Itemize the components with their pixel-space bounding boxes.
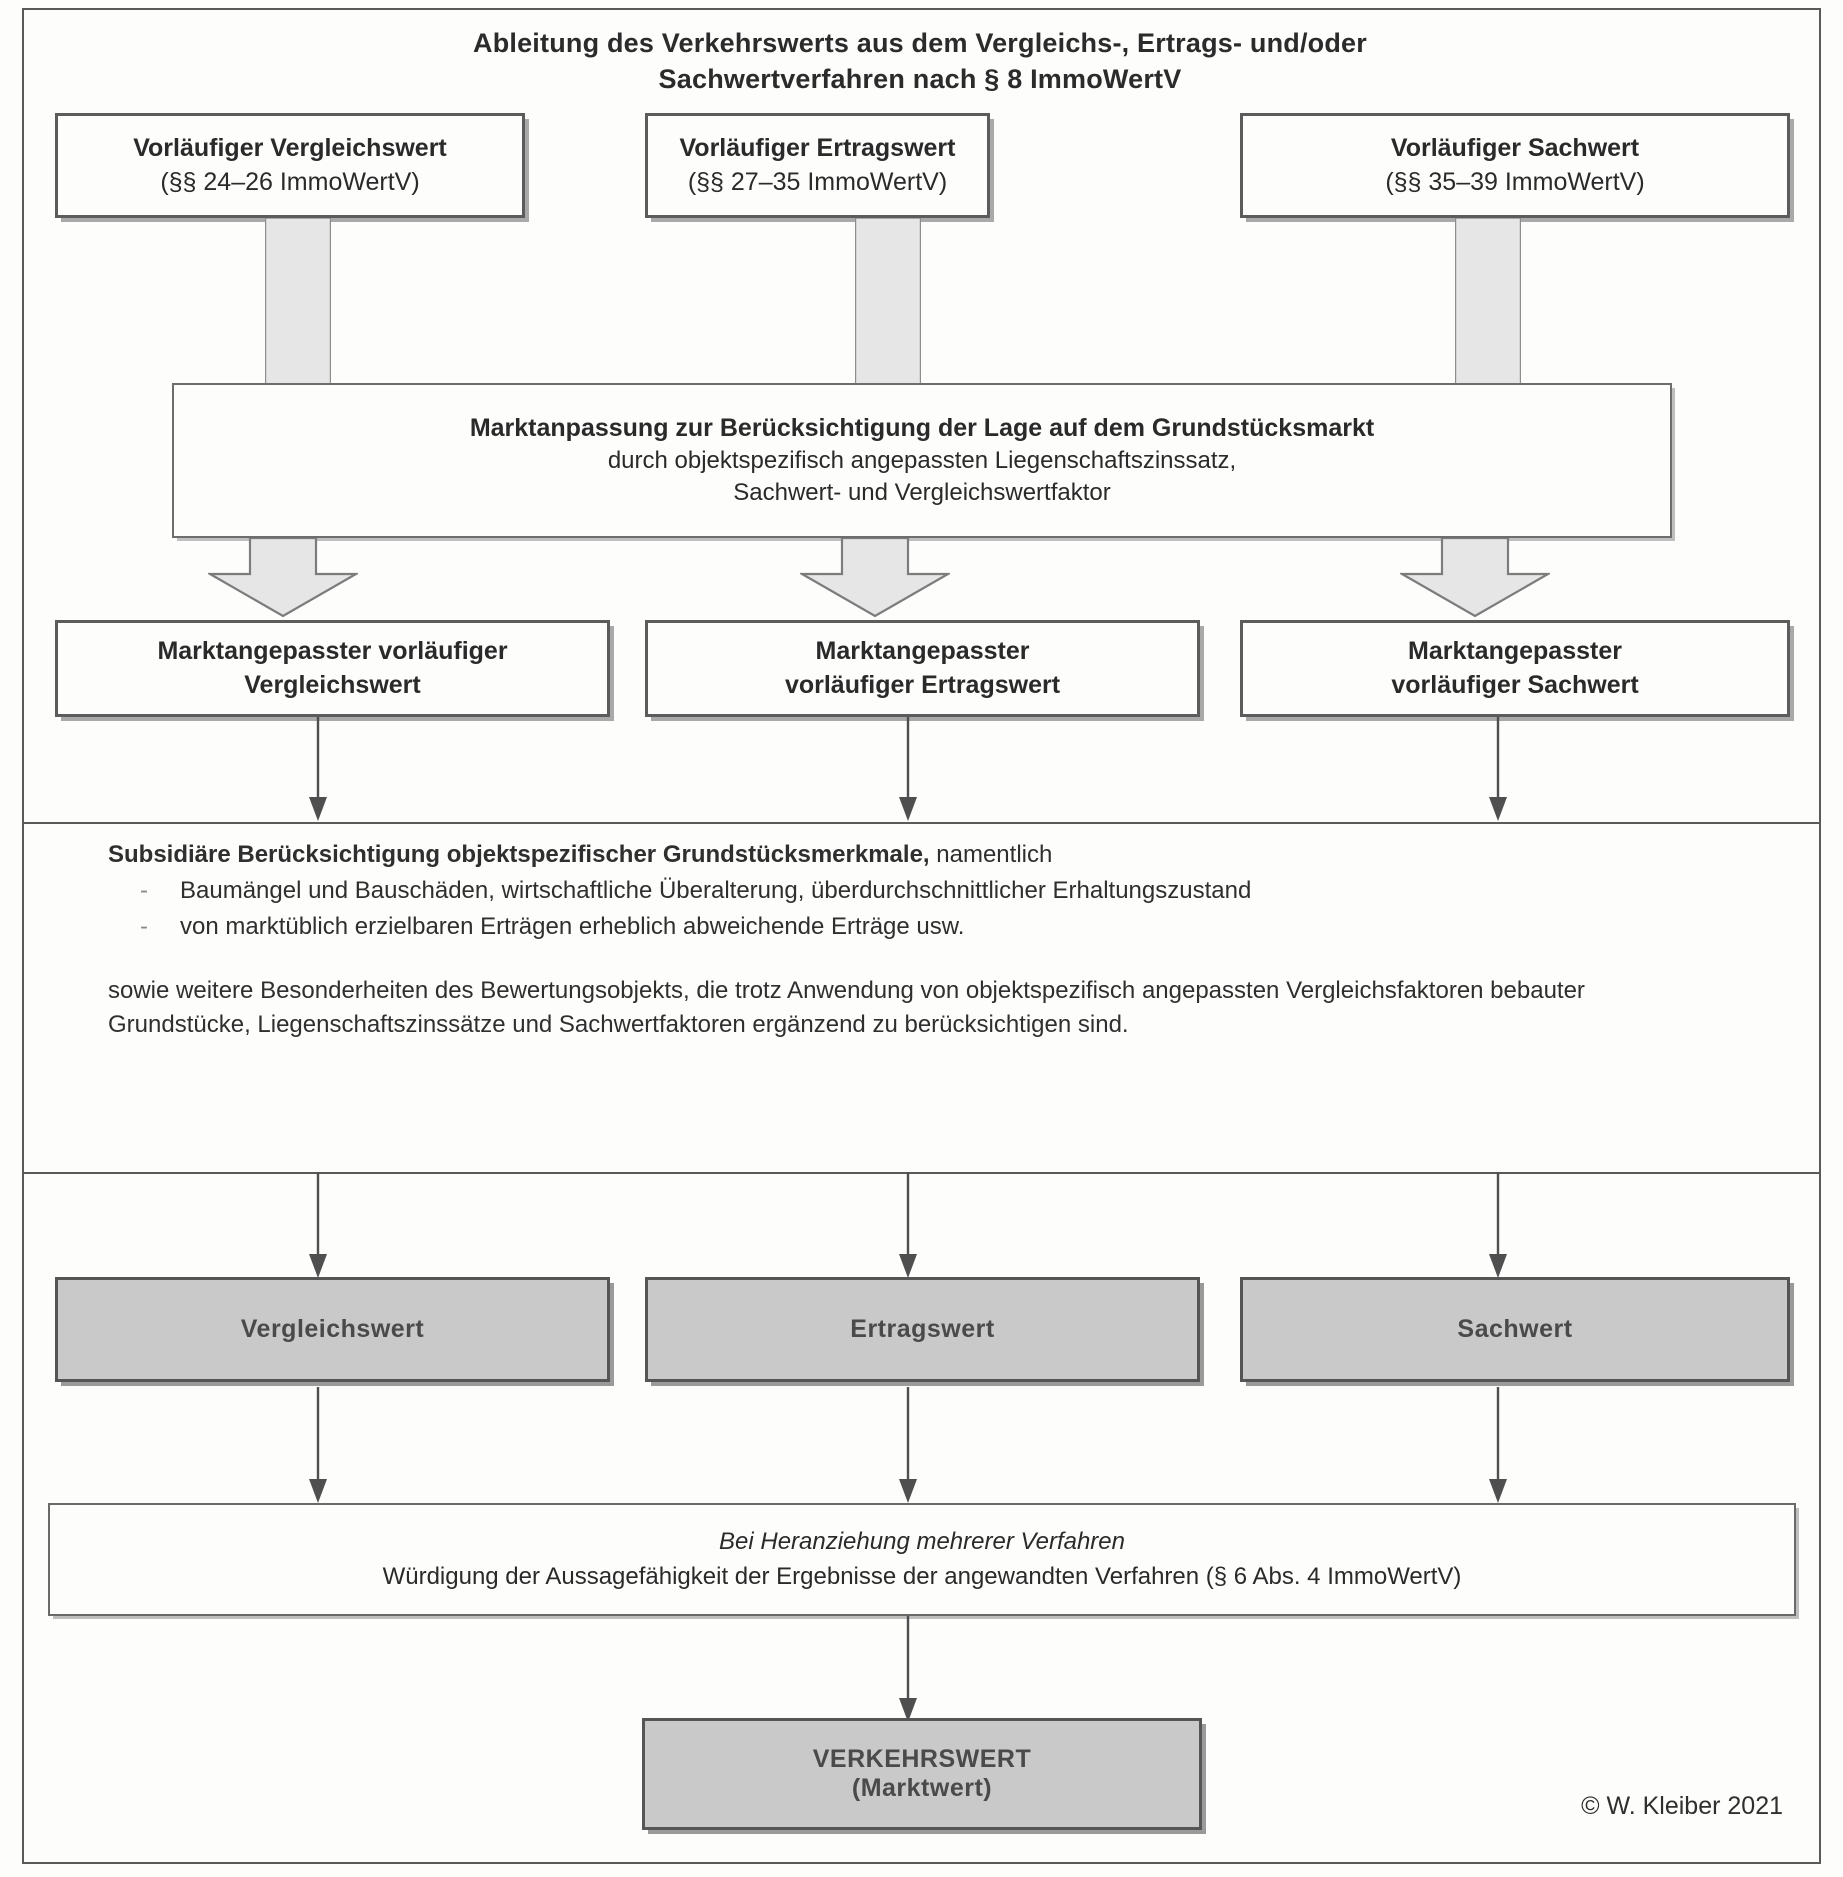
arrow-adjusted-to-subsidiary-3 — [1489, 717, 1507, 821]
box-marktangepasster-sachwert-line-2: vorläufiger Sachwert — [1391, 670, 1639, 699]
frame-divider-bottom-subsidiary — [22, 1172, 1821, 1174]
connector-band-vergleichswert — [265, 218, 331, 384]
diagram-title: Ableitung des Verkehrswerts aus dem Verg… — [120, 26, 1720, 98]
diagram-title-line-2: Sachwertverfahren nach § 8 ImmoWertV — [658, 63, 1182, 94]
subsidiary-text-block: Subsidiäre Berücksichtigung objektspezif… — [108, 838, 1698, 1042]
bullet-dash-icon: - — [140, 913, 148, 941]
arrow-result-to-heranziehung-2 — [899, 1387, 917, 1503]
arrow-adjusted-to-subsidiary-2 — [899, 717, 917, 821]
box-sachwert-label: Sachwert — [1457, 1315, 1573, 1343]
box-vorlaeufiger-vergleichswert: Vorläufiger Vergleichswert (§§ 24–26 Imm… — [55, 113, 525, 218]
box-verkehrswert-line-2: (Marktwert) — [851, 1774, 993, 1802]
box-verkehrswert-line-1: VERKEHRSWERT — [812, 1745, 1032, 1773]
box-heranziehung-line-2: Würdigung der Aussagefähigkeit der Ergeb… — [382, 1562, 1462, 1590]
subsidiary-heading-row: Subsidiäre Berücksichtigung objektspezif… — [108, 838, 1698, 872]
box-marktanpassung: Marktanpassung zur Berücksichtigung der … — [172, 383, 1672, 538]
box-vorlaeufiger-sachwert: Vorläufiger Sachwert (§§ 35–39 ImmoWertV… — [1240, 113, 1790, 218]
arrow-subsidiary-to-result-1 — [309, 1172, 327, 1278]
subsidiary-bullet-2: - von marktüblich erzielbaren Erträgen e… — [108, 910, 1698, 944]
box-marktangepasster-vergleichswert-line-1: Marktangepasster vorläufiger — [157, 637, 508, 665]
box-verkehrswert: VERKEHRSWERT (Marktwert) — [642, 1718, 1202, 1830]
box-marktangepasster-ertragswert-line-1: Marktangepasster — [815, 637, 1030, 665]
box-heranziehung-line-1: Bei Heranziehung mehrerer Verfahren — [719, 1527, 1125, 1555]
subsidiary-bullet-1-text: Baumängel und Bauschäden, wirtschaftlich… — [180, 877, 1252, 905]
diagram-outer-frame — [22, 8, 1821, 1864]
block-arrow-sachwert — [1400, 538, 1550, 618]
box-heranziehung: Bei Heranziehung mehrerer Verfahren Würd… — [48, 1503, 1796, 1616]
arrow-adjusted-to-subsidiary-1 — [309, 717, 327, 821]
subsidiary-heading-tail: namentlich — [929, 841, 1053, 868]
box-marktangepasster-ertragswert: Marktangepasster vorläufiger Ertragswert — [645, 620, 1200, 717]
box-vorlaeufiger-vergleichswert-line-1: Vorläufiger Vergleichswert — [133, 134, 447, 162]
box-marktanpassung-line-3: Sachwert- und Vergleichswertfaktor — [733, 479, 1111, 507]
subsidiary-bullet-2-text: von marktüblich erzielbaren Erträgen erh… — [180, 913, 965, 941]
box-marktangepasster-vergleichswert-line-2: Vergleichswert — [244, 670, 421, 699]
box-vorlaeufiger-sachwert-line-1: Vorläufiger Sachwert — [1390, 134, 1640, 162]
box-marktangepasster-vergleichswert: Marktangepasster vorläufiger Vergleichsw… — [55, 620, 610, 717]
box-marktanpassung-line-1: Marktanpassung zur Berücksichtigung der … — [469, 413, 1375, 442]
arrow-subsidiary-to-result-3 — [1489, 1172, 1507, 1278]
box-marktangepasster-ertragswert-line-2: vorläufiger Ertragswert — [784, 670, 1061, 699]
box-vorlaeufiger-vergleichswert-line-2: (§§ 24–26 ImmoWertV) — [160, 167, 420, 196]
box-vorlaeufiger-ertragswert-line-2: (§§ 27–35 ImmoWertV) — [687, 167, 948, 196]
box-vergleichswert: Vergleichswert — [55, 1277, 610, 1382]
subsidiary-paragraph: sowie weitere Besonderheiten des Bewertu… — [108, 977, 1585, 1039]
box-vergleichswert-label: Vergleichswert — [240, 1315, 425, 1343]
box-ertragswert-label: Ertragswert — [850, 1315, 995, 1343]
box-marktangepasster-sachwert-line-1: Marktangepasster — [1408, 637, 1622, 665]
frame-divider-top-subsidiary — [22, 822, 1821, 824]
box-marktanpassung-line-2: durch objektspezifisch angepassten Liege… — [607, 447, 1237, 475]
block-arrow-ertragswert — [800, 538, 950, 618]
bullet-dash-icon: - — [140, 877, 148, 905]
copyright-notice: © W. Kleiber 2021 — [1581, 1792, 1783, 1820]
box-marktangepasster-sachwert: Marktangepasster vorläufiger Sachwert — [1240, 620, 1790, 717]
box-vorlaeufiger-ertragswert-line-1: Vorläufiger Ertragswert — [679, 134, 956, 162]
connector-band-sachwert — [1455, 218, 1521, 384]
box-ertragswert: Ertragswert — [645, 1277, 1200, 1382]
connector-band-ertragswert — [855, 218, 921, 384]
arrow-heranziehung-to-verkehrswert — [899, 1616, 917, 1722]
arrow-subsidiary-to-result-2 — [899, 1172, 917, 1278]
arrow-result-to-heranziehung-3 — [1489, 1387, 1507, 1503]
subsidiary-heading: Subsidiäre Berücksichtigung objektspezif… — [108, 841, 930, 868]
diagram-title-line-1: Ableitung des Verkehrswerts aus dem Verg… — [473, 28, 1367, 58]
subsidiary-bullet-1: - Baumängel und Bauschäden, wirtschaftli… — [108, 874, 1698, 908]
arrow-result-to-heranziehung-1 — [309, 1387, 327, 1503]
box-vorlaeufiger-sachwert-line-2: (§§ 35–39 ImmoWertV) — [1385, 167, 1645, 196]
block-arrow-vergleichswert — [208, 538, 358, 618]
box-vorlaeufiger-ertragswert: Vorläufiger Ertragswert (§§ 27–35 ImmoWe… — [645, 113, 990, 218]
box-sachwert: Sachwert — [1240, 1277, 1790, 1382]
